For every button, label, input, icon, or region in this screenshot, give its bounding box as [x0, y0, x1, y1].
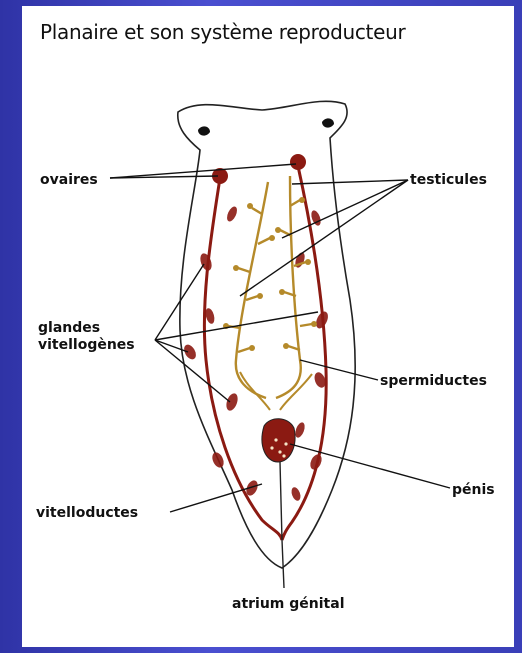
label-spermiductes: spermiductes: [380, 373, 487, 389]
label-glandes-line1: glandes: [38, 320, 100, 336]
label-penis: pénis: [452, 482, 495, 498]
label-atrium-genital: atrium génital: [232, 596, 345, 612]
label-testicules: testicules: [410, 172, 487, 188]
penis: [262, 419, 295, 462]
right-ovary: [290, 154, 306, 170]
label-vitelloductes: vitelloductes: [36, 505, 138, 521]
label-ovaires: ovaires: [40, 172, 98, 188]
label-glandes-line2: vitellogènes: [38, 337, 135, 353]
